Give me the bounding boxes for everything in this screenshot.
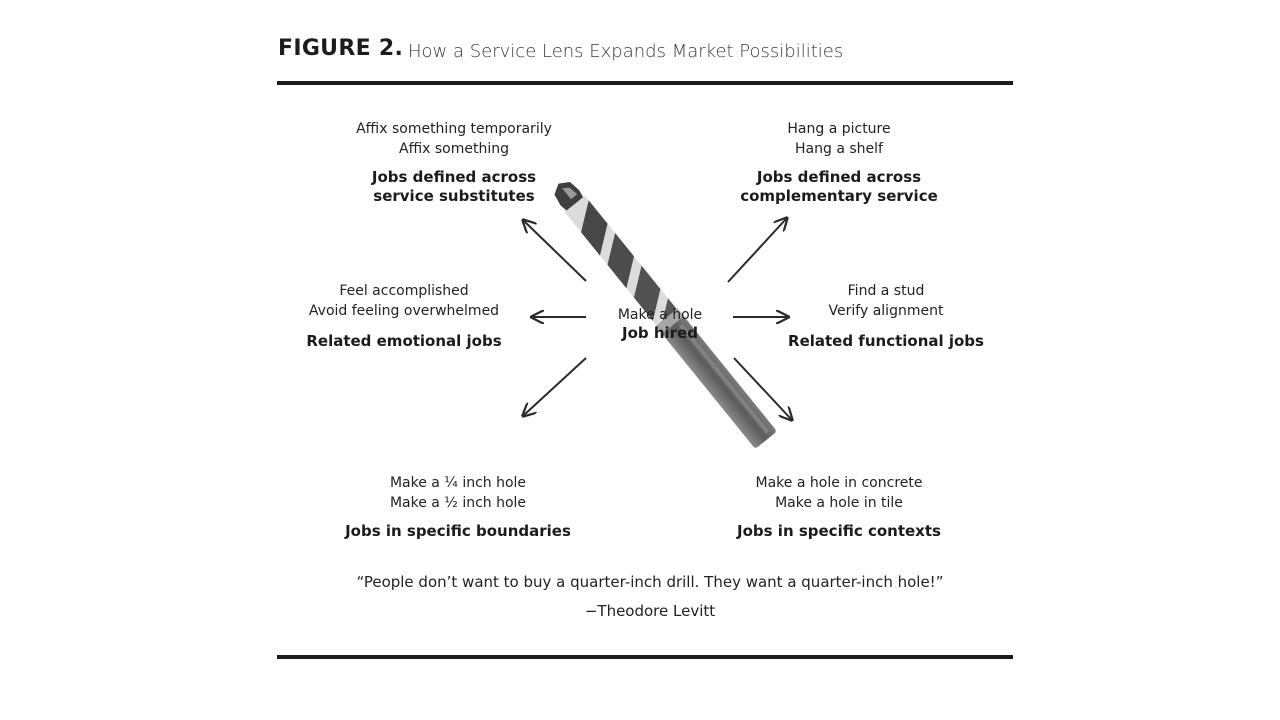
node-mid-left: Feel accomplished Avoid feeling overwhel… xyxy=(284,281,524,351)
node-line: Hang a shelf xyxy=(795,141,883,157)
node-line: Affix something xyxy=(399,141,509,157)
quote-author: −Theodore Levitt xyxy=(584,602,716,620)
node-line: Verify alignment xyxy=(828,303,944,319)
top-rule xyxy=(277,81,1013,85)
node-heading: Jobs in specific contexts xyxy=(737,522,941,540)
drill-bit-icon xyxy=(554,182,776,448)
node-mid-right: Find a stud Verify alignment Related fun… xyxy=(766,281,1006,351)
node-line: Make a ½ inch hole xyxy=(389,495,527,511)
quote-text: “People don’t want to buy a quarter-inch… xyxy=(356,573,944,591)
arrow-top-right xyxy=(727,219,786,283)
node-line: Make a ¼ inch hole xyxy=(389,475,527,491)
node-top-left: Affix something temporarily Affix someth… xyxy=(334,119,574,206)
center-bold: Job hired xyxy=(622,324,698,342)
figure-label: FIGURE 2. xyxy=(278,36,404,61)
node-line: Avoid feeling overwhelmed xyxy=(308,303,500,319)
node-bottom-left: Make a ¼ inch hole Make a ½ inch hole Jo… xyxy=(338,473,578,541)
node-heading: complementary service xyxy=(740,187,938,205)
node-heading: Jobs defined across xyxy=(756,168,922,186)
node-heading: Related functional jobs xyxy=(788,332,984,350)
arrow-bottom-left xyxy=(524,357,587,415)
node-heading: service substitutes xyxy=(373,187,535,205)
node-heading: Related emotional jobs xyxy=(306,332,502,350)
figure-title: How a Service Lens Expands Market Possib… xyxy=(408,41,844,62)
arrow-top-left xyxy=(524,221,587,282)
node-line: Feel accomplished xyxy=(339,283,469,299)
bottom-rule xyxy=(277,655,1013,659)
center-line: Make a hole xyxy=(617,307,703,323)
node-heading: Jobs in specific boundaries xyxy=(345,522,571,540)
node-line: Make a hole in concrete xyxy=(755,475,923,491)
node-line: Find a stud xyxy=(847,283,925,299)
node-line: Affix something temporarily xyxy=(356,121,552,137)
node-bottom-right: Make a hole in concrete Make a hole in t… xyxy=(719,473,959,541)
node-line: Hang a picture xyxy=(787,121,891,137)
center-node: Make a hole Job hired xyxy=(600,305,720,343)
arrow-bottom-right xyxy=(733,357,791,419)
node-top-right: Hang a picture Hang a shelf Jobs defined… xyxy=(719,119,959,206)
node-line: Make a hole in tile xyxy=(775,495,903,511)
node-heading: Jobs defined across xyxy=(371,168,537,186)
